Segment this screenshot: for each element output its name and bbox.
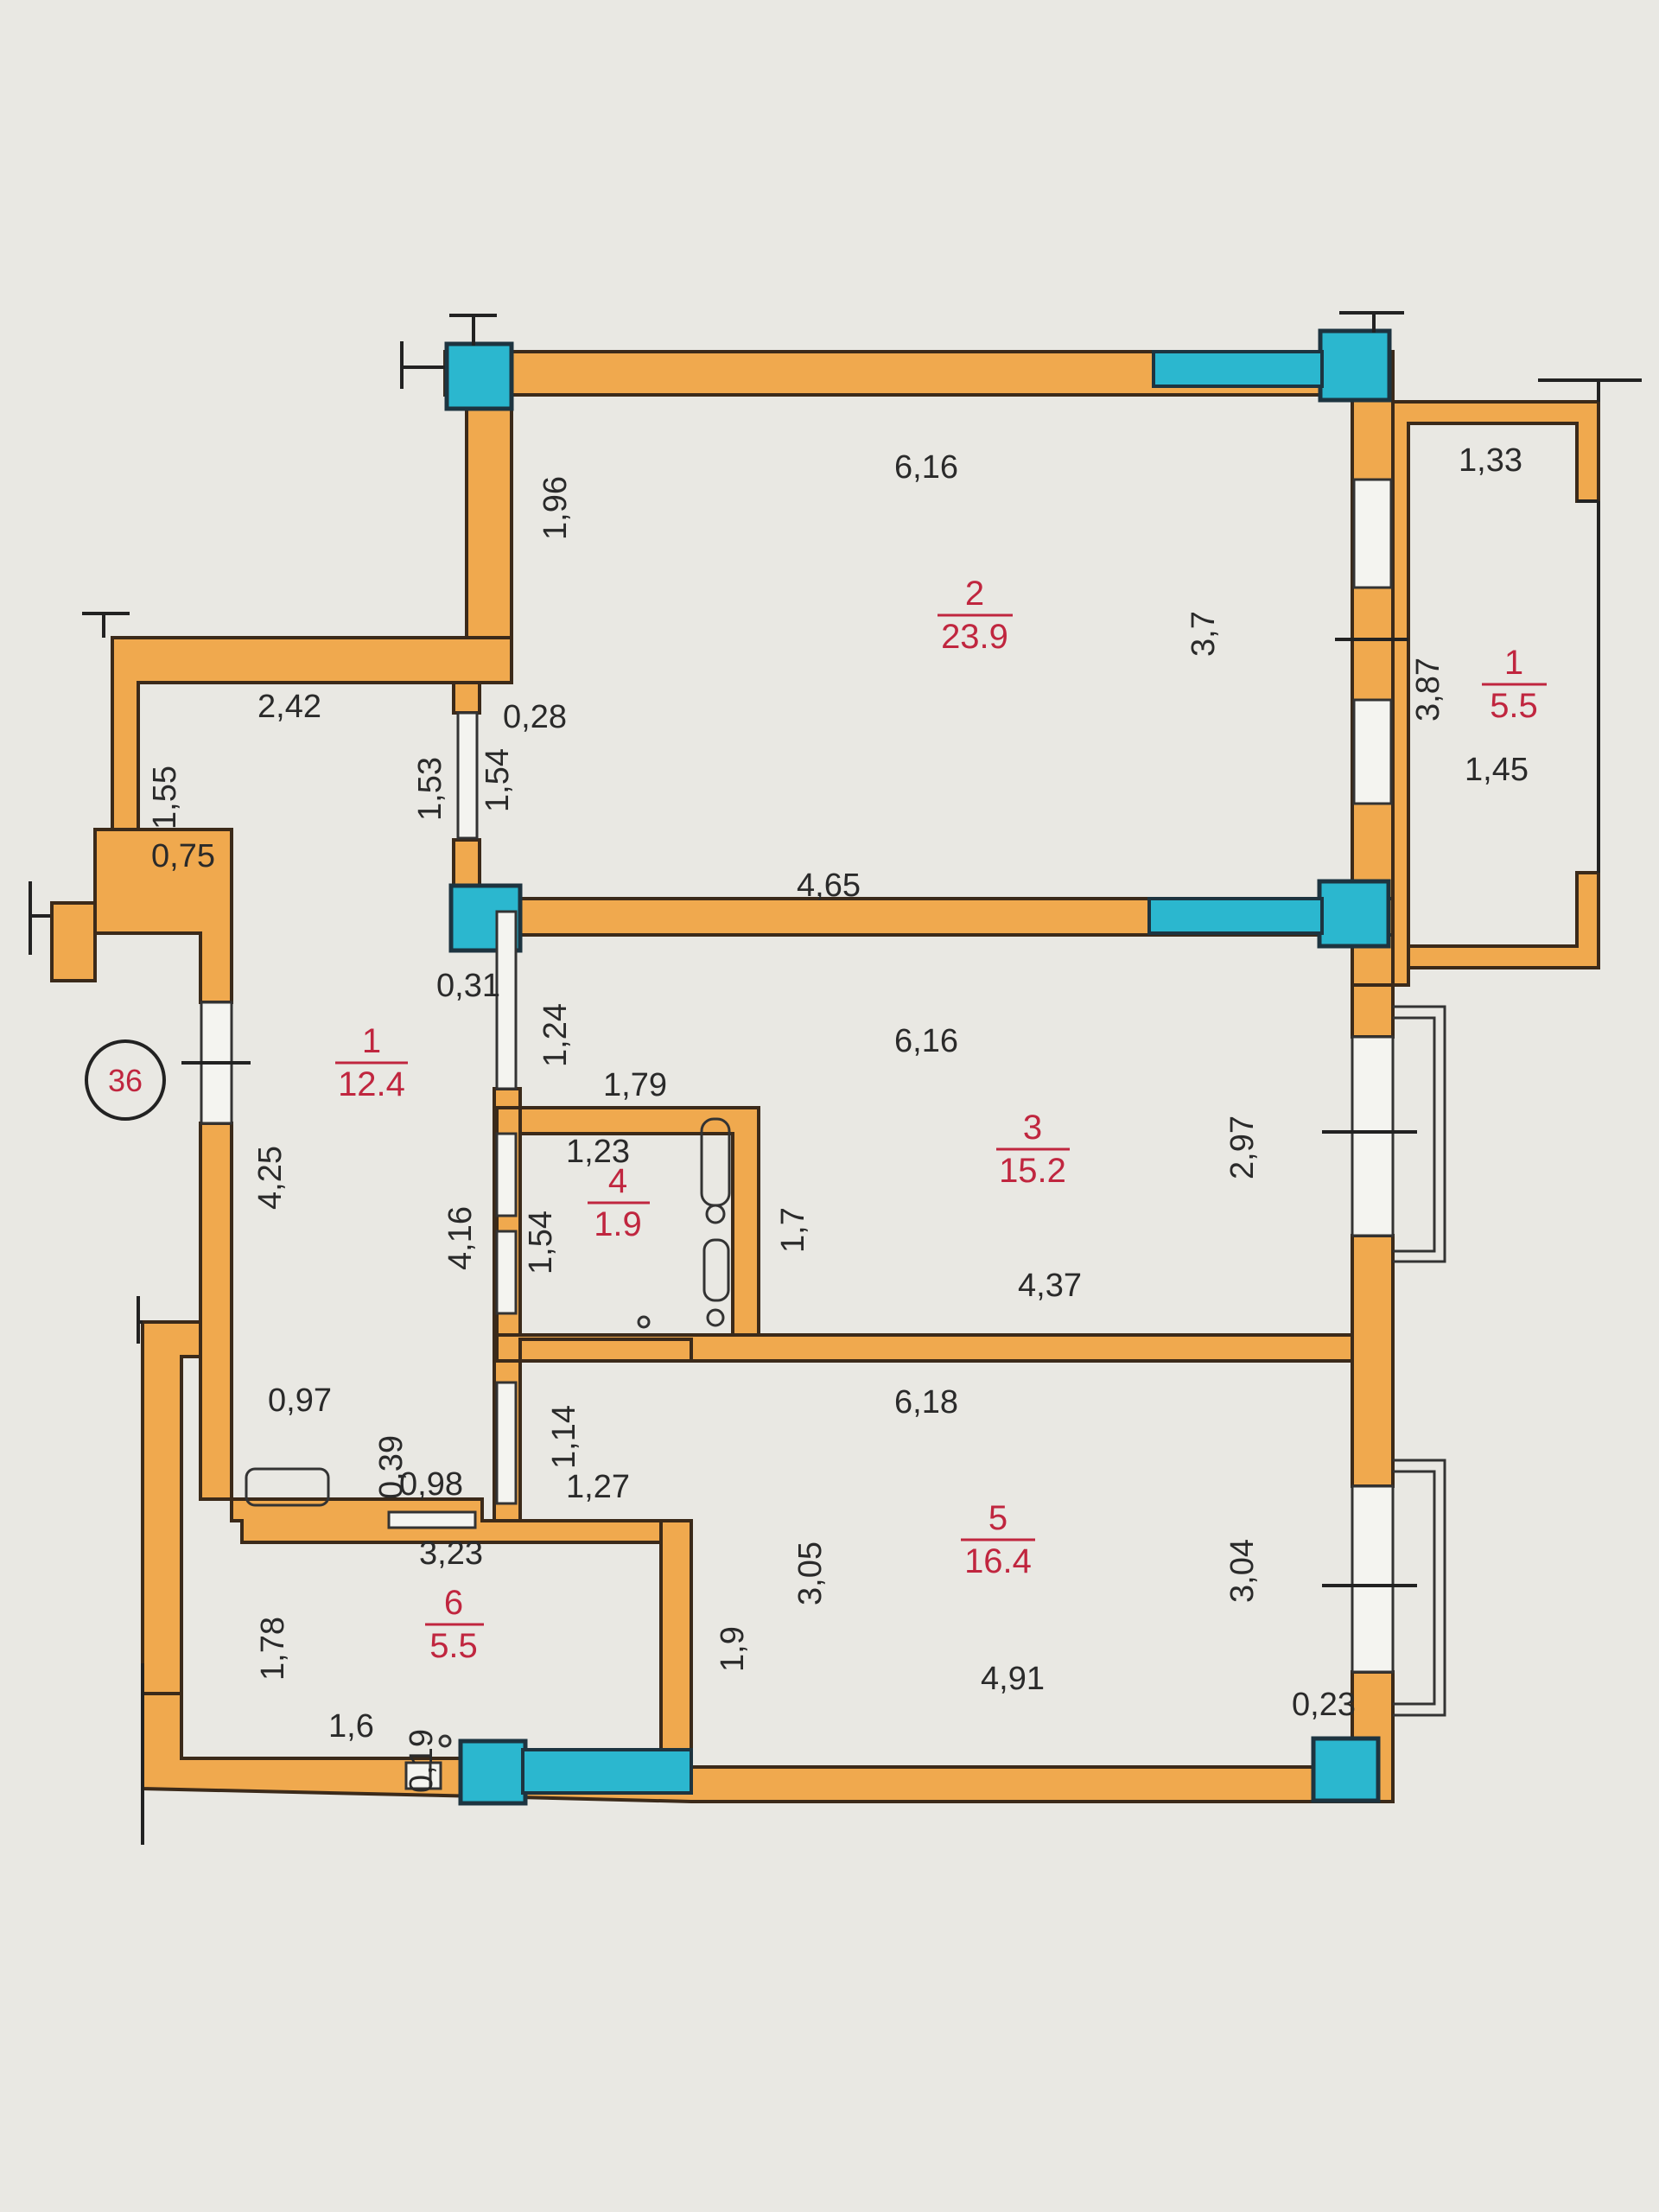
room-living-area: 23.9: [941, 618, 1008, 656]
dim-hall-left: 4,25: [252, 1146, 289, 1210]
doors: [181, 478, 1417, 1790]
room-balcony-area: 5.5: [1490, 687, 1538, 725]
windows: [521, 350, 1324, 1795]
dim-hall-left-upper: 1,55: [147, 766, 183, 830]
room-kitchen-number: 5: [988, 1499, 1007, 1537]
dim-kitchen-right: 3,04: [1224, 1539, 1261, 1603]
dim-hall-bottom: 0,97: [268, 1382, 332, 1419]
dim-hall-corner: 0,28: [503, 699, 567, 735]
basin-icon: [245, 1467, 330, 1507]
room-living-number: 2: [965, 575, 984, 613]
dim-balcony-width: 1,45: [1465, 752, 1529, 788]
dim-wc-left: 1,78: [255, 1617, 291, 1681]
room-balcony-number: 1: [1504, 644, 1523, 682]
dim-bath-right: 1,7: [775, 1207, 811, 1253]
dim-kitchen-left: 3,05: [792, 1541, 829, 1605]
dim-bedroom-bottom: 4,37: [1018, 1268, 1082, 1304]
room-wc-area: 5.5: [429, 1627, 478, 1665]
bay-frames: [1393, 499, 1600, 1717]
room-hall-area: 12.4: [338, 1065, 405, 1103]
room-bedroom-number: 3: [1023, 1109, 1042, 1147]
dim-hall-right: 4,16: [442, 1206, 479, 1270]
room-bedroom-area: 15.2: [999, 1152, 1066, 1190]
dim-wc-gap-a: 0,39: [373, 1435, 410, 1499]
drain-icon: [705, 1204, 726, 1224]
apartment-marker: 36: [85, 1039, 166, 1121]
dim-bedroom-right: 2,97: [1224, 1116, 1261, 1179]
room-wc-number: 6: [444, 1584, 463, 1622]
stubs: [29, 311, 1642, 1845]
sink-icon: [702, 1238, 730, 1302]
dim-wc-top: 3,23: [419, 1535, 483, 1572]
dim-living-left: 1,96: [537, 476, 574, 540]
dim-bath-left: 1,54: [523, 1211, 559, 1274]
room-kitchen-area: 16.4: [964, 1542, 1032, 1580]
dim-living-right: 3,7: [1185, 611, 1222, 657]
dim-hall-door-b: 1,54: [480, 748, 516, 812]
dimensions: 6,16 1,96 3,7 4,65 1,33 3,87 1,45 2,42 1…: [147, 442, 1529, 1793]
dim-kitchen-corner: 0,23: [1292, 1687, 1356, 1723]
dim-kitchen-wall: 1,9: [715, 1626, 751, 1672]
dim-hall-left-small: 0,75: [151, 838, 215, 874]
dim-wc-corner: 0,19: [404, 1729, 440, 1793]
dim-bedroom-left: 1,24: [537, 1003, 574, 1067]
dim-hall-gap: 0,31: [436, 968, 500, 1004]
dim-living-top: 6,16: [894, 449, 958, 486]
dim-bedroom-top: 6,16: [894, 1023, 958, 1059]
dim-hall-top: 2,42: [257, 689, 321, 725]
tap-icon: [706, 1308, 725, 1327]
dim-kitchen-bottom: 4,91: [981, 1661, 1045, 1697]
dim-hall-door-a: 1,53: [412, 757, 448, 821]
columns: [444, 328, 1392, 1806]
dim-kitchen-inner: 1,27: [566, 1469, 630, 1505]
dim-kitchen-top: 6,18: [894, 1384, 958, 1421]
dim-bedroom-inner: 1,79: [603, 1067, 667, 1103]
room-bath-number: 4: [608, 1162, 627, 1200]
dim-wc-bottom: 1,6: [328, 1708, 374, 1745]
fixtures: [245, 1117, 731, 1790]
dim-living-bottom: 4,65: [797, 868, 861, 904]
room-labels: 1 5.5 2 23.9 1 12.4 3 15.2 4 1.9 5 16.4 …: [335, 575, 1547, 1665]
apartment-number: 36: [108, 1063, 143, 1098]
dim-bath-top: 1,23: [566, 1134, 630, 1170]
room-hall-number: 1: [362, 1022, 381, 1060]
room-bath-area: 1.9: [594, 1205, 642, 1243]
dim-wc-gap-b: 0,98: [399, 1466, 463, 1503]
dim-balcony-side: 3,87: [1410, 658, 1446, 721]
dim-kitchen-door: 1,14: [546, 1405, 582, 1469]
dim-balcony-top: 1,33: [1459, 442, 1522, 479]
